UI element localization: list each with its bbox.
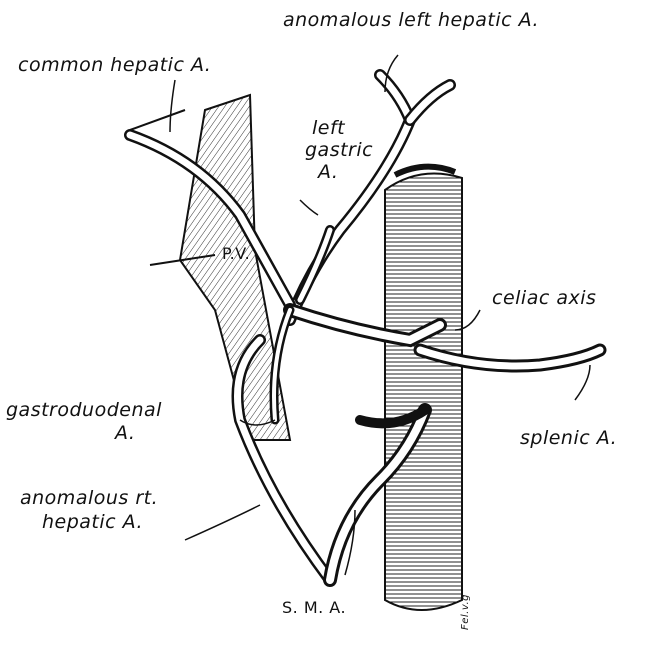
label-splenic: splenic A. [520,428,617,449]
artist-signature: Fel.v.g [455,594,476,630]
label-gastroduodenal-line2: A. [115,423,135,444]
label-portal-vein: P.V. [222,243,250,264]
label-left-gastric-line2: gastric [305,140,373,161]
aorta [385,167,462,610]
label-sma: S. M. A. [282,597,346,618]
label-gastroduodenal-line1: gastroduodenal [6,400,162,421]
label-anomalous-rt-hepatic-line1: anomalous rt. [20,488,158,509]
label-celiac-axis: celiac axis [492,288,596,309]
label-left-gastric-line3: A. [318,162,338,183]
label-left-gastric-line1: left [312,118,345,139]
label-anomalous-rt-hepatic-line2: hepatic A. [42,512,143,533]
label-common-hepatic: common hepatic A. [18,55,211,76]
label-anomalous-left-hepatic: anomalous left hepatic A. [283,10,539,31]
